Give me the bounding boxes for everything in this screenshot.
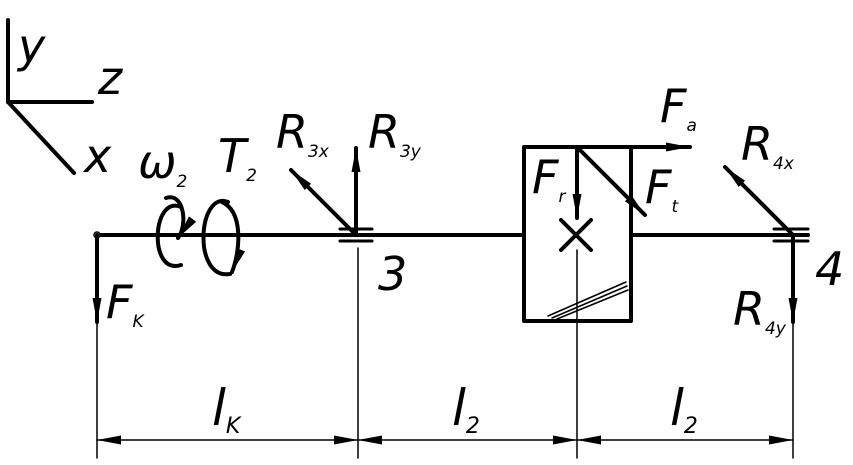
r4y-label: R4y [733,282,787,339]
dimension-lk-label: lK [212,379,242,439]
torque-symbol [201,198,246,277]
omega-label: ω2 [138,135,187,192]
r3x-label: R3x [276,105,330,162]
fk-label: FK [106,275,145,332]
force-ft [575,145,647,217]
reaction-r3x [289,168,358,237]
load-labels: ω2 T2 FK R3x R3y Fa Fr Ft R4x R4y 3 4 [106,79,844,339]
y-axis-label: y [16,19,46,73]
z-axis-label: z [97,51,123,105]
reaction-r4x [723,165,795,237]
force-ft-arrow [575,145,647,217]
reaction-r3x-arrow [289,168,358,237]
gear-hatch [547,281,627,317]
x-axis-label: x [82,129,112,183]
dimension-l2-second-label: l2 [670,379,698,439]
support-4-label: 4 [815,242,844,296]
torque-label: T2 [218,129,257,186]
shaft [93,231,810,239]
ft-label: Ft [645,160,679,217]
dimension-lines: lK l2 l2 [96,247,794,459]
coordinate-axes: y z x [6,18,123,183]
r3y-label: R3y [368,105,422,162]
angular-velocity-symbol [155,195,197,268]
dimension-l2-first-label: l2 [452,379,480,439]
r4x-label: R4x [741,117,795,174]
fa-label: Fa [660,79,697,136]
fr-label: Fr [532,150,566,207]
x-axis-line [6,100,76,175]
reaction-r4x-arrow [723,165,795,237]
support-3-label: 3 [378,247,407,301]
